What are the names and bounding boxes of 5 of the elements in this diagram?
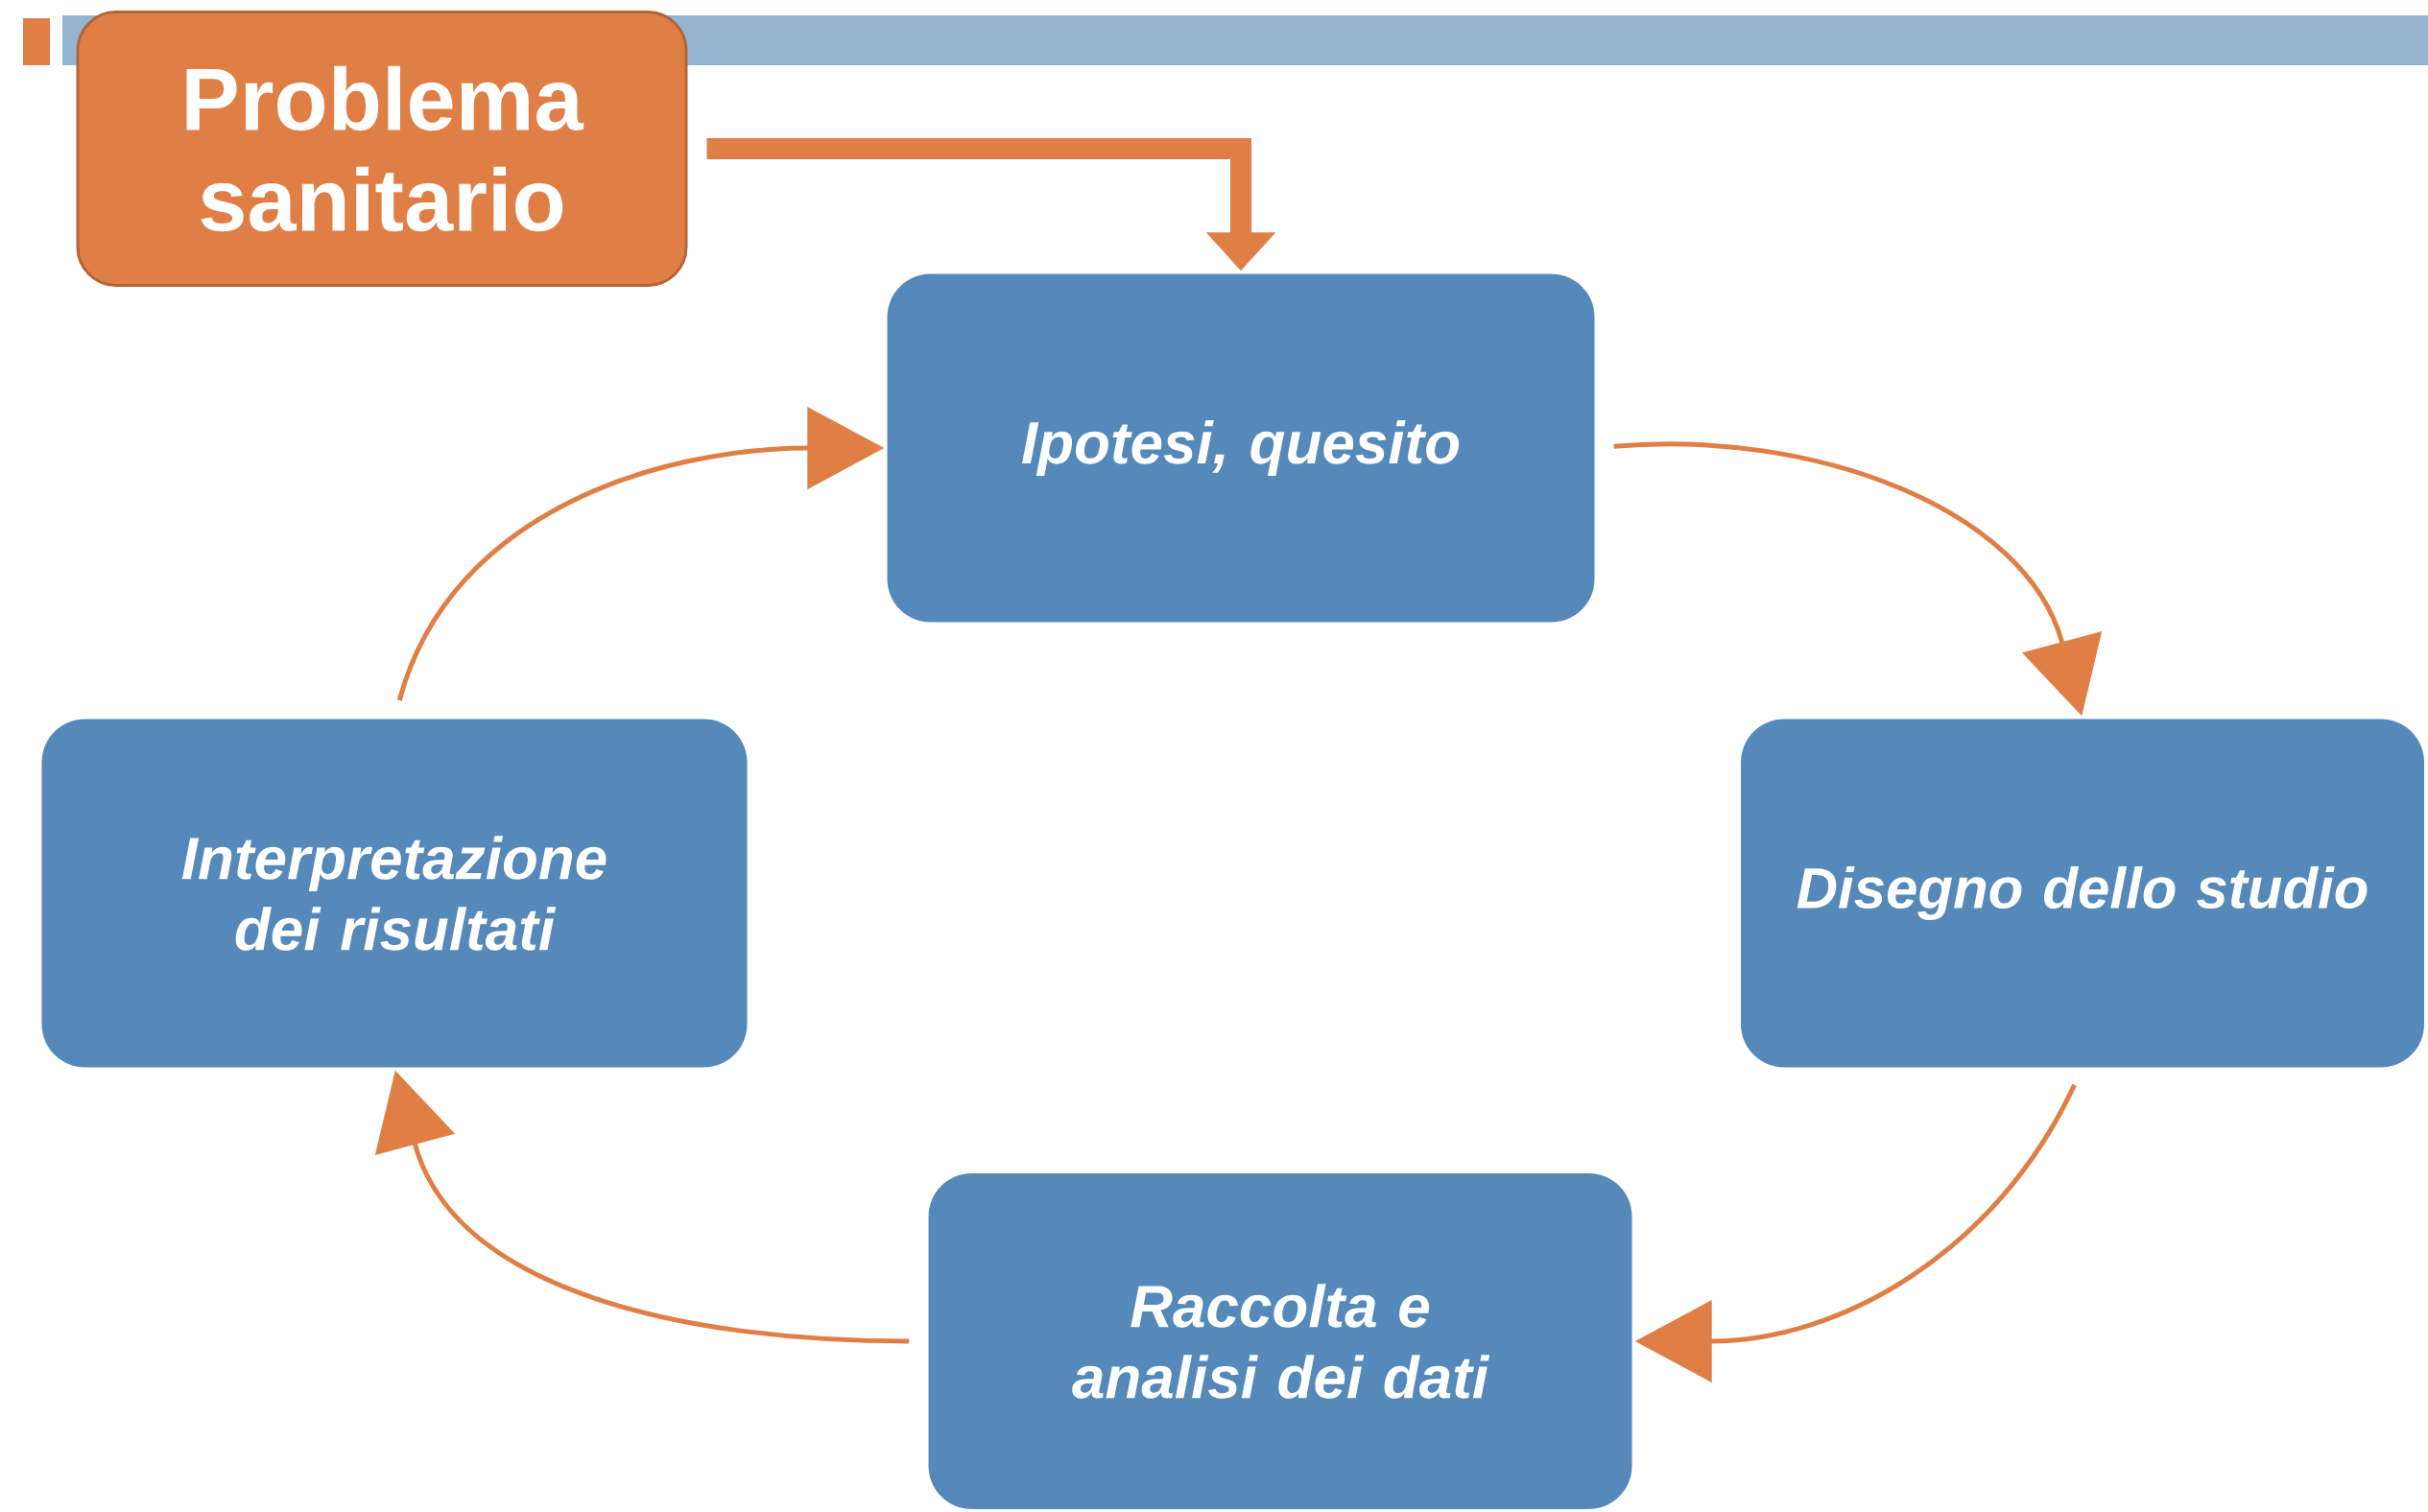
title-box: Problema sanitario	[76, 11, 688, 287]
process-box: Ipotesi, quesito	[887, 273, 1595, 623]
process-box: Interpretazione dei risultati	[41, 719, 748, 1068]
process-box: Disegno dello studio	[1741, 719, 2424, 1068]
process-box: Raccolta e analisi dei dati	[928, 1173, 1632, 1509]
